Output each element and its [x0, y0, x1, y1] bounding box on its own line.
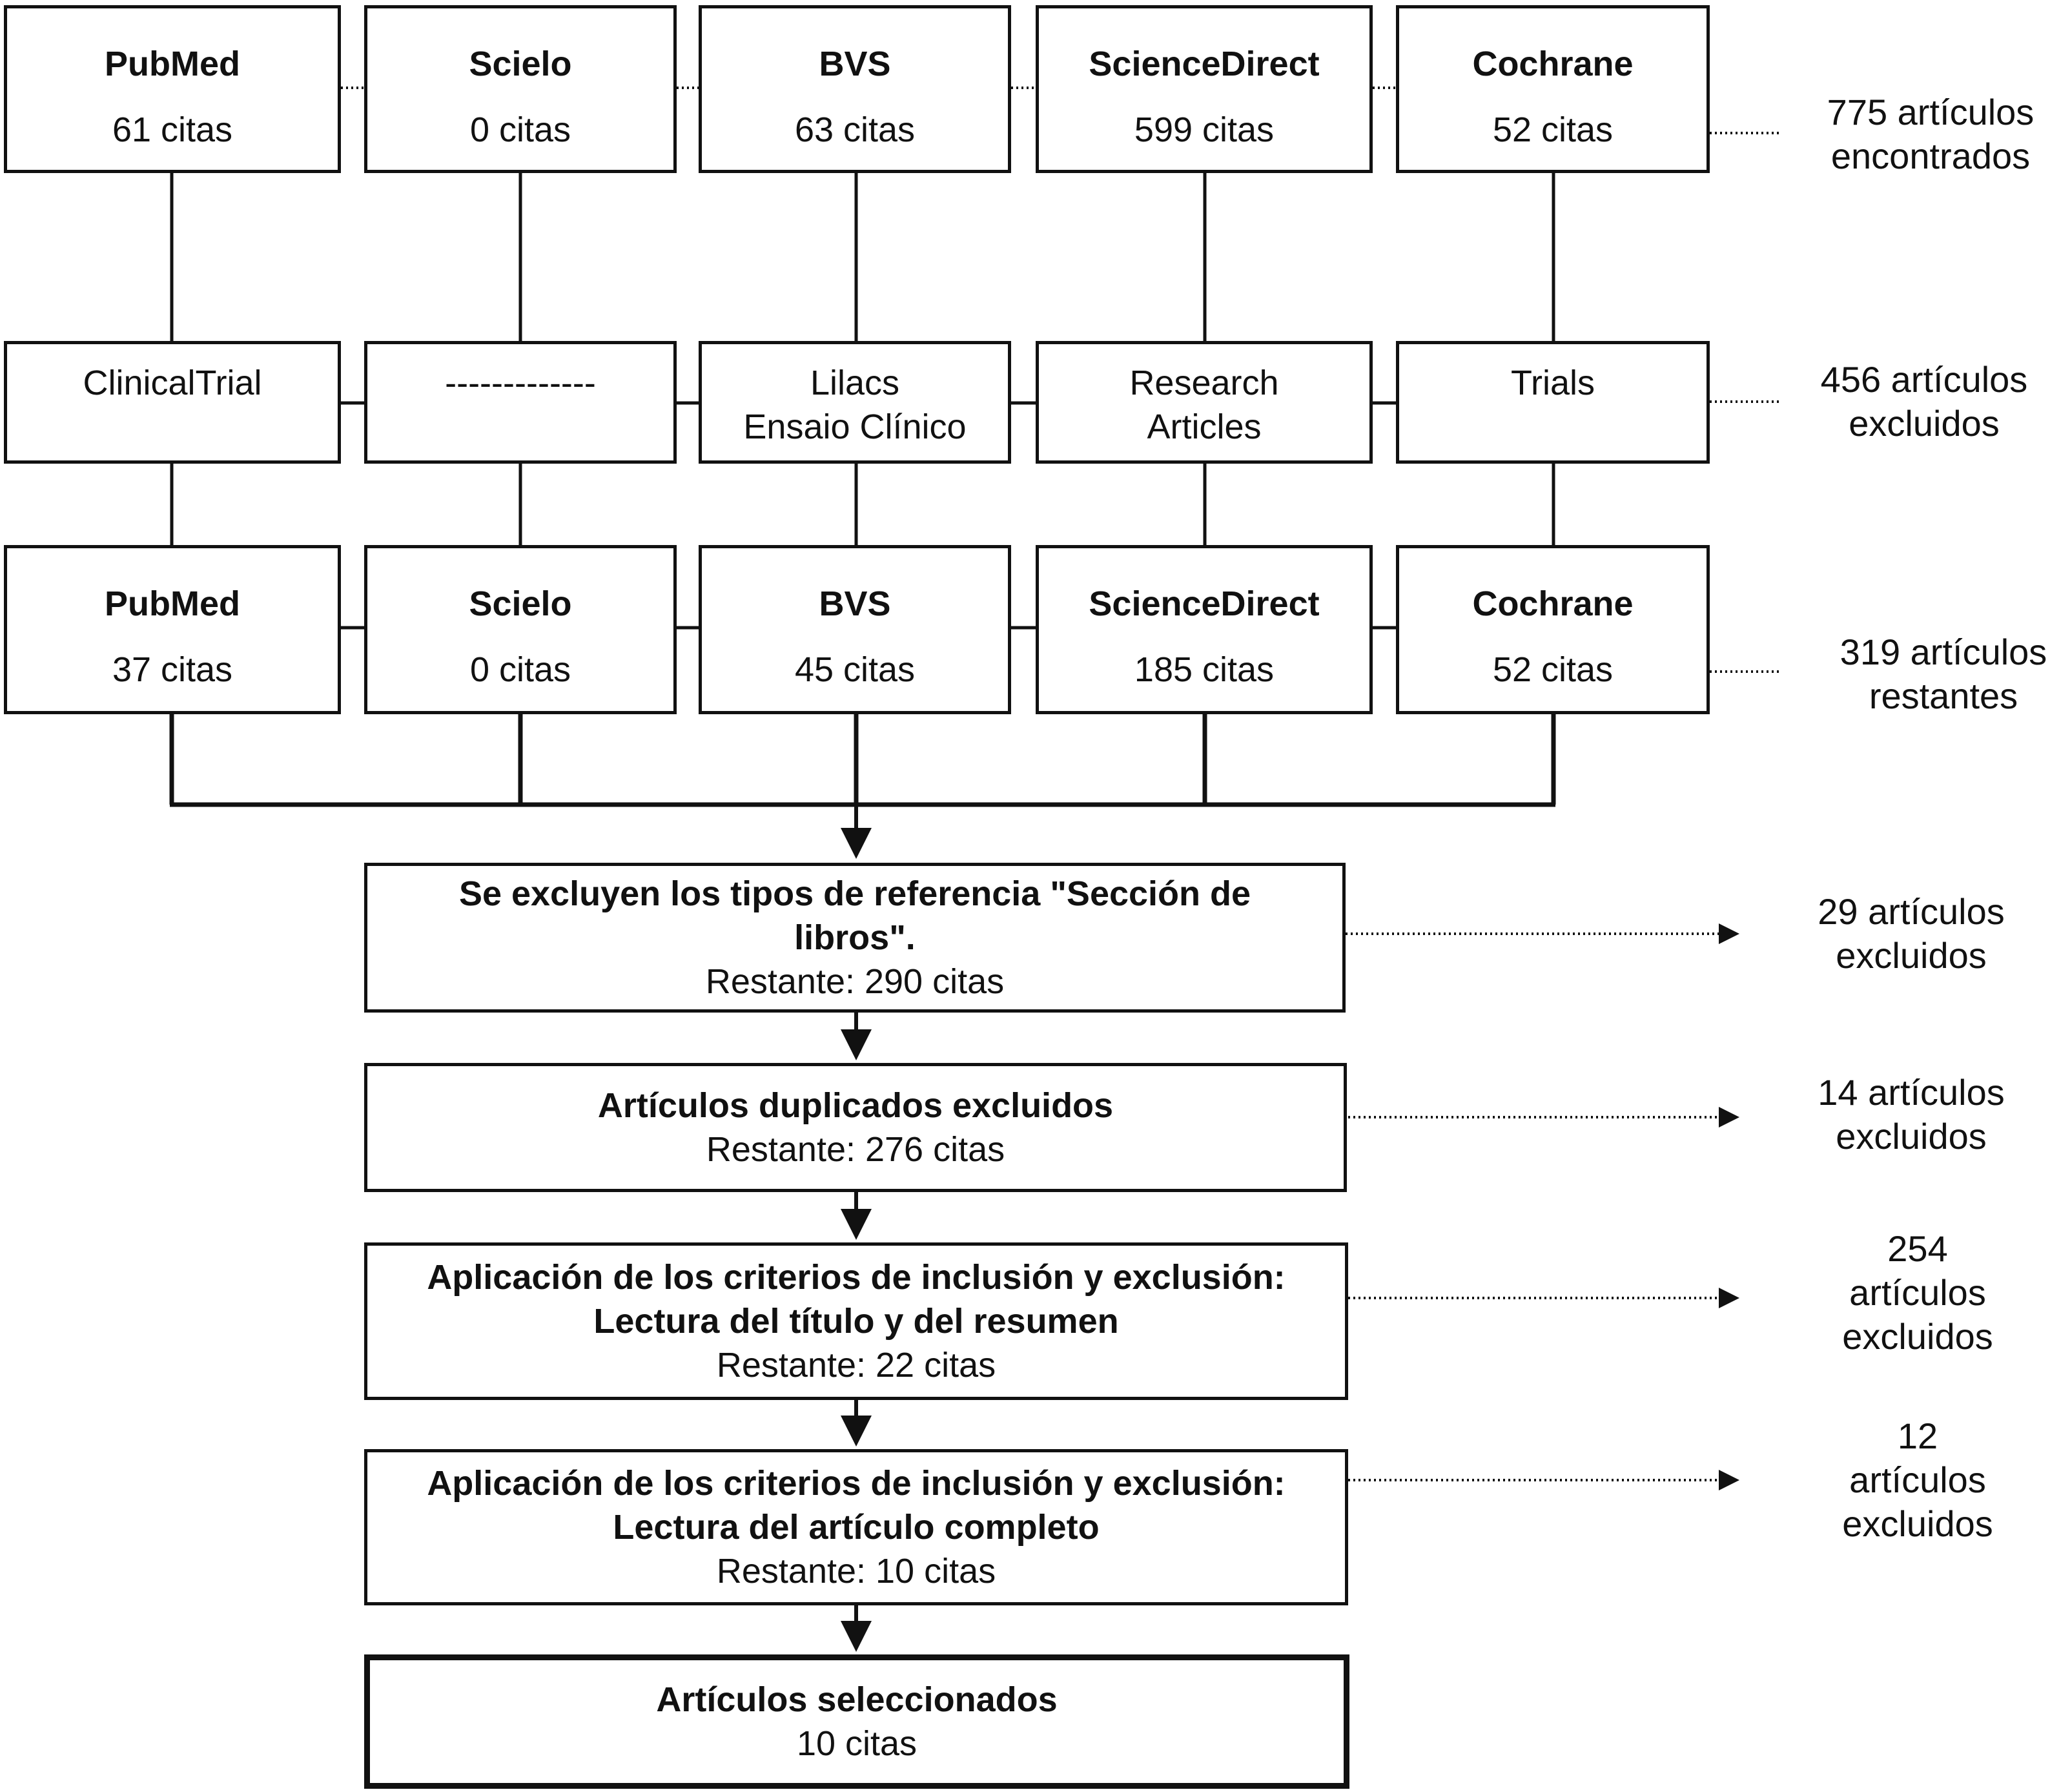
db-name: ScienceDirect [1089, 584, 1320, 623]
db-count: 185 citas [1134, 650, 1275, 689]
db-name: PubMed [105, 45, 240, 83]
note-excluded-title-abstract: 254 artículos excluidos [1842, 1228, 1993, 1357]
db-box-cochrane-filtered: Cochrane 52 citas [1396, 545, 1710, 714]
db-name: BVS [819, 45, 891, 83]
db-box-bvs-initial: BVS 63 citas [699, 5, 1011, 173]
step-title: Se excluyen los tipos de referencia "Sec… [458, 874, 1251, 957]
step-title: Aplicación de los criterios de inclusión… [427, 1464, 1286, 1547]
step-remaining: Restante: 276 citas [706, 1130, 1005, 1169]
db-box-bvs-filtered: BVS 45 citas [699, 545, 1011, 714]
db-count: 599 citas [1134, 110, 1275, 149]
db-box-pubmed-initial: PubMed 61 citas [4, 5, 341, 173]
db-count: 0 citas [469, 650, 571, 689]
db-name: Cochrane [1472, 584, 1634, 623]
filter-box-research-articles: Research Articles [1036, 341, 1373, 464]
db-box-sciencedirect-filtered: ScienceDirect 185 citas [1036, 545, 1373, 714]
filter-box-scielo: ------------- [364, 341, 677, 464]
db-count: 45 citas [794, 650, 916, 689]
db-name: Scielo [469, 584, 572, 623]
filter-box-trials: Trials [1396, 341, 1710, 464]
db-box-scielo-filtered: Scielo 0 citas [364, 545, 677, 714]
db-box-pubmed-filtered: PubMed 37 citas [4, 545, 341, 714]
final-selected-articles: Artículos seleccionados 10 citas [364, 1654, 1349, 1789]
db-name: BVS [819, 584, 891, 623]
db-count: 52 citas [1492, 110, 1614, 149]
note-excluded-book-sections: 29 artículos excluidos [1818, 891, 2005, 976]
step-title-abstract-screening: Aplicación de los criterios de inclusión… [364, 1242, 1348, 1400]
step-exclude-book-sections: Se excluyen los tipos de referencia "Sec… [364, 863, 1346, 1013]
note-articles-remaining: 319 artículos restantes [1840, 632, 2047, 716]
final-count: 10 citas [796, 1724, 917, 1763]
db-box-scielo-initial: Scielo 0 citas [364, 5, 677, 173]
step-title: Artículos duplicados excluidos [597, 1086, 1114, 1125]
db-name: Cochrane [1472, 45, 1634, 83]
note-excluded-duplicates: 14 artículos excluidos [1818, 1072, 2005, 1157]
step-duplicates-excluded: Artículos duplicados excluidos Restante:… [364, 1063, 1347, 1192]
step-remaining: Restante: 290 citas [705, 962, 1005, 1001]
step-remaining: Restante: 10 citas [716, 1552, 996, 1591]
step-full-text-screening: Aplicación de los criterios de inclusión… [364, 1449, 1348, 1605]
db-name: Scielo [469, 45, 572, 83]
db-box-sciencedirect-initial: ScienceDirect 599 citas [1036, 5, 1373, 173]
note-articles-excluded-filters: 456 artículos excluidos [1820, 359, 2028, 444]
step-title: Aplicación de los criterios de inclusión… [427, 1258, 1286, 1341]
db-name: ScienceDirect [1089, 45, 1320, 83]
note-articles-found: 775 artículos encontrados [1827, 92, 2035, 176]
db-count: 63 citas [794, 110, 916, 149]
db-count: 37 citas [112, 650, 233, 689]
note-excluded-full-text: 12 artículos excluidos [1842, 1416, 1993, 1544]
db-count: 52 citas [1492, 650, 1614, 689]
filter-box-lilacs: Lilacs Ensaio Clínico [699, 341, 1011, 464]
filter-box-clinicaltrial: ClinicalTrial [4, 341, 341, 464]
db-box-cochrane-initial: Cochrane 52 citas [1396, 5, 1710, 173]
final-title: Artículos seleccionados [656, 1680, 1058, 1719]
db-count: 0 citas [469, 110, 571, 149]
db-name: PubMed [105, 584, 240, 623]
db-count: 61 citas [112, 110, 233, 149]
step-remaining: Restante: 22 citas [716, 1346, 996, 1385]
